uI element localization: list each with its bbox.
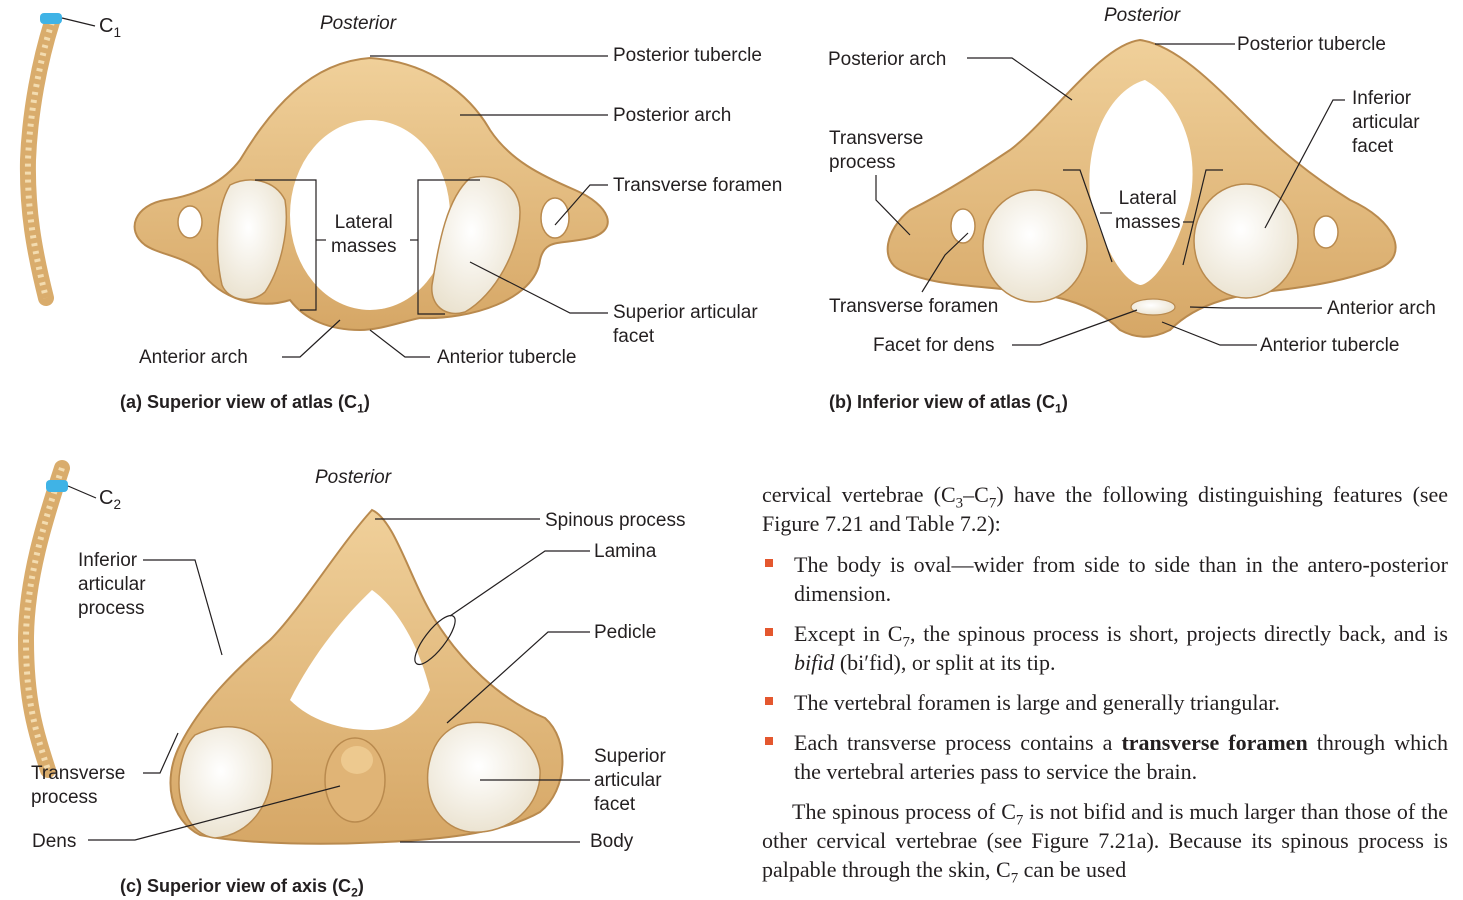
label-posterior-arch-a: Posterior arch <box>613 104 731 128</box>
label-line: Transverse <box>829 127 923 151</box>
feature-list: The body is oval—wider from side to side… <box>762 550 1448 786</box>
label-transverse-process-b: Transverse process <box>829 127 923 175</box>
label-lateral-masses-b: Lateral masses <box>1115 187 1180 235</box>
label-line: masses <box>1115 211 1180 235</box>
label-line: Superior articular <box>613 301 758 325</box>
label-posterior-tubercle-a: Posterior tubercle <box>613 44 762 68</box>
bullet-icon <box>765 737 773 745</box>
label-pedicle-c: Pedicle <box>594 621 656 645</box>
label-anterior-tubercle-b: Anterior tubercle <box>1260 334 1399 358</box>
label-line: Superior <box>594 745 666 769</box>
caption-c: (c) Superior view of axis (C2) <box>120 876 364 897</box>
label-inferior-articular-process-c: Inferior articular process <box>78 549 146 621</box>
label-line: Lateral <box>1115 187 1180 211</box>
label-anterior-arch-a: Anterior arch <box>139 346 248 370</box>
body-text: cervical vertebrae (C3–C7) have the foll… <box>762 480 1448 884</box>
list-item: Each transverse process contains a trans… <box>762 728 1448 786</box>
label-spinous-process-c: Spinous process <box>545 509 685 533</box>
label-facet-for-dens-b: Facet for dens <box>873 334 994 358</box>
label-anterior-tubercle-a: Anterior tubercle <box>437 346 576 370</box>
caption-a: (a) Superior view of atlas (C1) <box>120 392 370 413</box>
label-line: facet <box>613 325 758 349</box>
posterior-label-a: Posterior <box>320 12 396 36</box>
label-line: Inferior <box>1352 87 1420 111</box>
label-transverse-foramen-a: Transverse foramen <box>613 174 782 198</box>
spine-icon-c2 <box>26 468 68 770</box>
label-posterior-tubercle-b: Posterior tubercle <box>1237 33 1386 57</box>
label-line: process <box>78 597 146 621</box>
label-line: articular <box>594 769 666 793</box>
label-lamina-c: Lamina <box>594 540 656 564</box>
label-line: process <box>829 151 923 175</box>
label-line: articular <box>78 573 146 597</box>
axis-superior-figure <box>170 510 562 844</box>
label-line: Lateral <box>331 211 396 235</box>
spine-icon-c1 <box>28 13 62 298</box>
label-superior-articular-facet-c: Superior articular facet <box>594 745 666 817</box>
posterior-label-c: Posterior <box>315 466 391 490</box>
label-line: articular <box>1352 111 1420 135</box>
label-body-c: Body <box>590 830 633 854</box>
c1-spine-label: C1 <box>99 14 121 38</box>
label-lateral-masses-a: Lateral masses <box>331 211 396 259</box>
intro-paragraph: cervical vertebrae (C3–C7) have the foll… <box>762 480 1448 538</box>
label-superior-articular-facet-a: Superior articular facet <box>613 301 758 349</box>
posterior-label-b: Posterior <box>1104 4 1180 28</box>
list-item: The vertebral foramen is large and gener… <box>762 688 1448 717</box>
label-dens-c: Dens <box>32 830 76 854</box>
atlas-superior-figure <box>135 58 608 330</box>
label-anterior-arch-b: Anterior arch <box>1327 297 1436 321</box>
label-line: process <box>31 786 125 810</box>
second-paragraph: The spinous process of C7 is not bifid a… <box>762 797 1448 884</box>
label-line: Inferior <box>78 549 146 573</box>
label-transverse-process-c: Transverse process <box>31 762 125 810</box>
label-inferior-articular-facet-b: Inferior articular facet <box>1352 87 1420 159</box>
label-transverse-foramen-b: Transverse foramen <box>829 295 998 319</box>
c2-spine-label: C2 <box>99 486 121 510</box>
label-line: facet <box>1352 135 1420 159</box>
bullet-icon <box>765 697 773 705</box>
list-item: The body is oval—wider from side to side… <box>762 550 1448 608</box>
bullet-icon <box>765 628 773 636</box>
bullet-icon <box>765 559 773 567</box>
list-item: Except in C7, the spinous process is sho… <box>762 619 1448 677</box>
caption-b: (b) Inferior view of atlas (C1) <box>829 392 1068 413</box>
label-line: facet <box>594 793 666 817</box>
label-line: Transverse <box>31 762 125 786</box>
label-posterior-arch-b: Posterior arch <box>828 48 946 72</box>
label-line: masses <box>331 235 396 259</box>
